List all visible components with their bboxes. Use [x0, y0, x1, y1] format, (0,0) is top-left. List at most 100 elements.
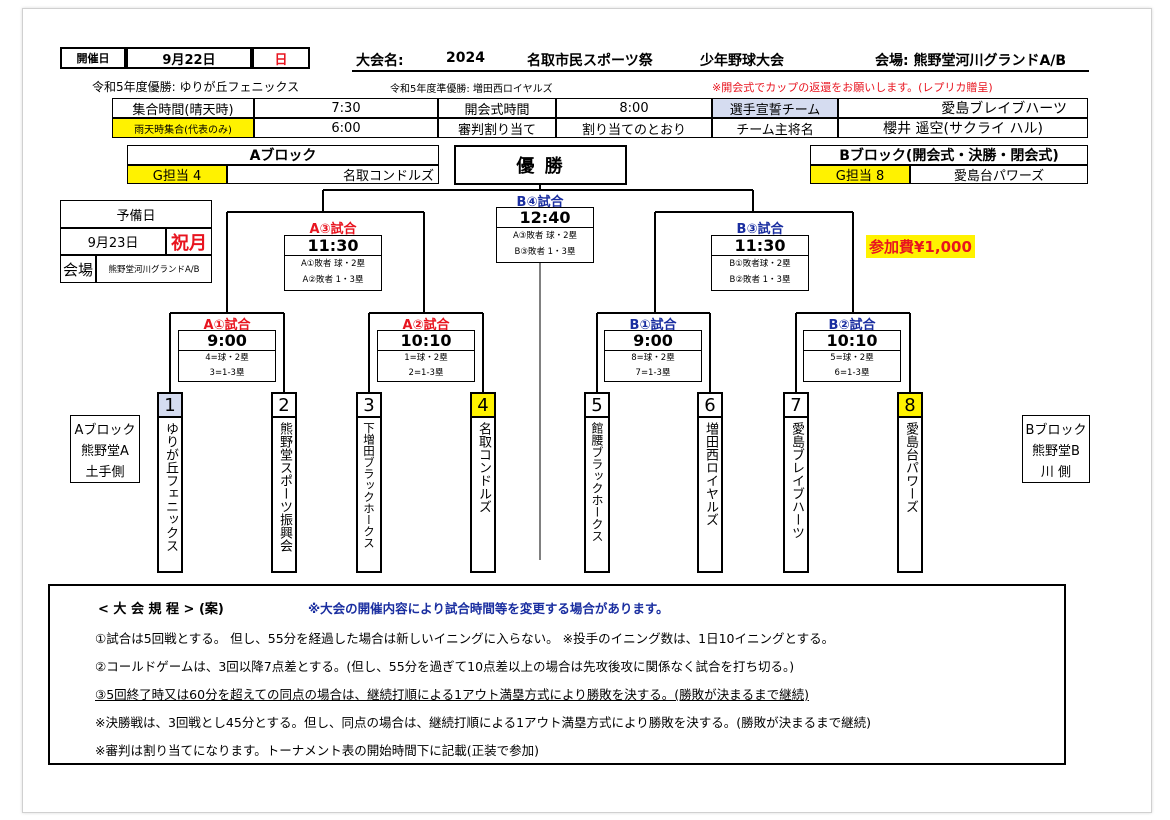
- match-a2-line2: 2=1-3塁: [408, 368, 444, 378]
- team-number: 3: [358, 394, 380, 418]
- reserve-title: 予備日: [60, 200, 212, 228]
- team-slot: 1 ゆりが丘フェニックス: [157, 392, 183, 573]
- captain-label: チーム主将名: [712, 118, 838, 138]
- block-b-field-label: Bブロック 熊野堂B 川 側: [1022, 415, 1090, 483]
- team-slot: 4 名取コンドルズ: [470, 392, 496, 573]
- match-a3-line1: A①敗者 球・2塁: [300, 259, 366, 269]
- team-slot: 8 愛島台パワーズ: [897, 392, 923, 573]
- team-name: 熊野堂スポーツ振興会: [277, 422, 292, 552]
- side-a-line3: 土手側: [85, 465, 125, 480]
- match-a1-time: 9:00: [179, 331, 275, 351]
- team-slot: 3 下増田ブラックホークス: [356, 392, 382, 573]
- cup-notice: ※開会式でカップの返還をお願いします。(レプリカ贈呈): [712, 81, 993, 94]
- team-number: 8: [899, 394, 921, 418]
- event-label: 大会名:: [356, 53, 404, 69]
- match-a2-label: A②試合: [402, 318, 450, 333]
- side-b-line3: 川 側: [1040, 465, 1072, 480]
- match-a1-label: A①試合: [203, 318, 251, 333]
- event-date: 9月22日: [126, 47, 252, 69]
- header-underline: [352, 70, 1089, 72]
- team-number: 2: [273, 394, 295, 418]
- match-a2-time: 10:10: [378, 331, 474, 351]
- block-b-charge: G担当 8: [810, 165, 910, 184]
- umpire-label: 審判割り当て: [438, 118, 556, 138]
- event-sub: 少年野球大会: [700, 53, 784, 69]
- match-a1-line2: 3=1-3塁: [209, 368, 245, 378]
- block-a-title: Aブロック: [127, 145, 439, 165]
- block-a-team: 名取コンドルズ: [227, 165, 439, 184]
- side-a-line1: Aブロック: [74, 423, 136, 438]
- rules-note: ※大会の開催内容により試合時間等を変更する場合があります。: [308, 601, 669, 616]
- team-name: 愛島ブレイブハーツ: [789, 422, 804, 539]
- rule-item: ①試合は5回戦とする。 但し、55分を経過した場合は新しいイニングに入らない。 …: [95, 631, 835, 646]
- tournament-rules: < 大 会 規 程 > (案) ※大会の開催内容により試合時間等を変更する場合が…: [48, 584, 1066, 765]
- umpire-assignment: 割り当てのとおり: [556, 118, 712, 138]
- match-a3-label: A③試合: [309, 222, 357, 237]
- assembly-time: 7:30: [254, 98, 438, 118]
- opening-time-label: 開会式時間: [438, 98, 556, 118]
- match-final-time: 12:40: [497, 208, 593, 228]
- match-b2-time: 10:10: [804, 331, 900, 351]
- reserve-venue: 熊野堂河川グランドA/B: [96, 255, 212, 283]
- prev-champion: 令和5年度優勝: ゆりが丘フェニックス: [92, 80, 300, 94]
- team-number: 6: [699, 394, 721, 418]
- team-number: 4: [472, 394, 494, 418]
- match-b1-line1: 8=球・2塁: [631, 353, 675, 363]
- match-b3-box: 11:30 B①敗者球・2塁 B②敗者 1・3塁: [711, 235, 809, 291]
- oath-team-label: 選手宣誓チーム: [712, 98, 838, 118]
- rules-heading: < 大 会 規 程 > (案): [98, 602, 224, 617]
- champion-box: 優 勝: [454, 145, 627, 185]
- match-b3-line2: B②敗者 1・3塁: [729, 275, 791, 285]
- captain-name: 櫻井 遥空(サクライ ハル): [838, 118, 1088, 138]
- team-name: ゆりが丘フェニックス: [163, 422, 178, 552]
- team-name: 愛島台パワーズ: [903, 422, 918, 513]
- side-b-line1: Bブロック: [1025, 423, 1087, 438]
- match-a3-time: 11:30: [285, 236, 381, 256]
- match-a1-box: 9:00 4=球・2塁 3=1-3塁: [178, 330, 276, 382]
- match-b1-label: B①試合: [629, 318, 677, 333]
- participation-fee: 参加費¥1,000: [866, 235, 975, 258]
- match-b1-time: 9:00: [605, 331, 701, 351]
- team-slot: 2 熊野堂スポーツ振興会: [271, 392, 297, 573]
- match-b2-line1: 5=球・2塁: [830, 353, 874, 363]
- team-slot: 5 館腰ブラックホークス: [584, 392, 610, 573]
- match-a3-line2: A②敗者 1・3塁: [302, 275, 364, 285]
- match-a2-box: 10:10 1=球・2塁 2=1-3塁: [377, 330, 475, 382]
- team-number: 5: [586, 394, 608, 418]
- rule-item: ※決勝戦は、3回戦とし45分とする。但し、同点の場合は、継続打順による1アウト満…: [95, 715, 872, 730]
- team-number: 1: [159, 394, 181, 418]
- reserve-venue-label: 会場: [60, 255, 96, 283]
- team-name: 下増田ブラックホークス: [362, 422, 376, 549]
- rule-item: ②コールドゲームは、3回以降7点差とする。(但し、55分を過ぎて10点差以上の場…: [95, 659, 795, 674]
- rain-assembly-time: 6:00: [254, 118, 438, 138]
- match-b3-time: 11:30: [712, 236, 808, 256]
- reserve-holiday: 祝月: [166, 228, 212, 255]
- match-b2-label: B②試合: [828, 318, 876, 333]
- match-final-label: B④試合: [516, 195, 564, 210]
- team-name: 増田西ロイヤルズ: [703, 422, 718, 526]
- event-name: 名取市民スポーツ祭: [527, 53, 653, 69]
- opening-time: 8:00: [556, 98, 712, 118]
- match-b3-line1: B①敗者球・2塁: [729, 259, 791, 269]
- side-a-line2: 熊野堂A: [81, 444, 129, 459]
- prev-runner-up: 令和5年度準優勝: 増田西ロイヤルズ: [390, 84, 553, 95]
- match-final-line2: B③敗者 1・3塁: [514, 247, 576, 257]
- team-number: 7: [785, 394, 807, 418]
- assembly-time-label: 集合時間(晴天時): [112, 98, 254, 118]
- event-year: 2024: [446, 50, 485, 66]
- rule-item: ③5回終了時又は60分を超えての同点の場合は、継続打順による1アウト満塁方式によ…: [95, 687, 810, 702]
- match-a1-line1: 4=球・2塁: [205, 353, 249, 363]
- side-b-line2: 熊野堂B: [1032, 444, 1080, 459]
- event-venue: 会場: 熊野堂河川グランドA/B: [875, 53, 1067, 69]
- rain-assembly-label: 雨天時集合(代表のみ): [112, 118, 254, 138]
- match-final-line1: A③敗者 球・2塁: [512, 231, 578, 241]
- block-b-title: Bブロック(開会式・決勝・閉会式): [810, 145, 1088, 165]
- match-final-box: 12:40 A③敗者 球・2塁 B③敗者 1・3塁: [496, 207, 594, 263]
- match-a2-line1: 1=球・2塁: [404, 353, 448, 363]
- team-name: 名取コンドルズ: [476, 422, 491, 513]
- rule-item: ※審判は割り当てになります。トーナメント表の開始時間下に記載(正装で参加): [95, 743, 539, 758]
- team-slot: 7 愛島ブレイブハーツ: [783, 392, 809, 573]
- date-label: 開催日: [60, 47, 126, 69]
- block-a-charge: G担当 4: [127, 165, 227, 184]
- block-b-team: 愛島台パワーズ: [910, 165, 1088, 184]
